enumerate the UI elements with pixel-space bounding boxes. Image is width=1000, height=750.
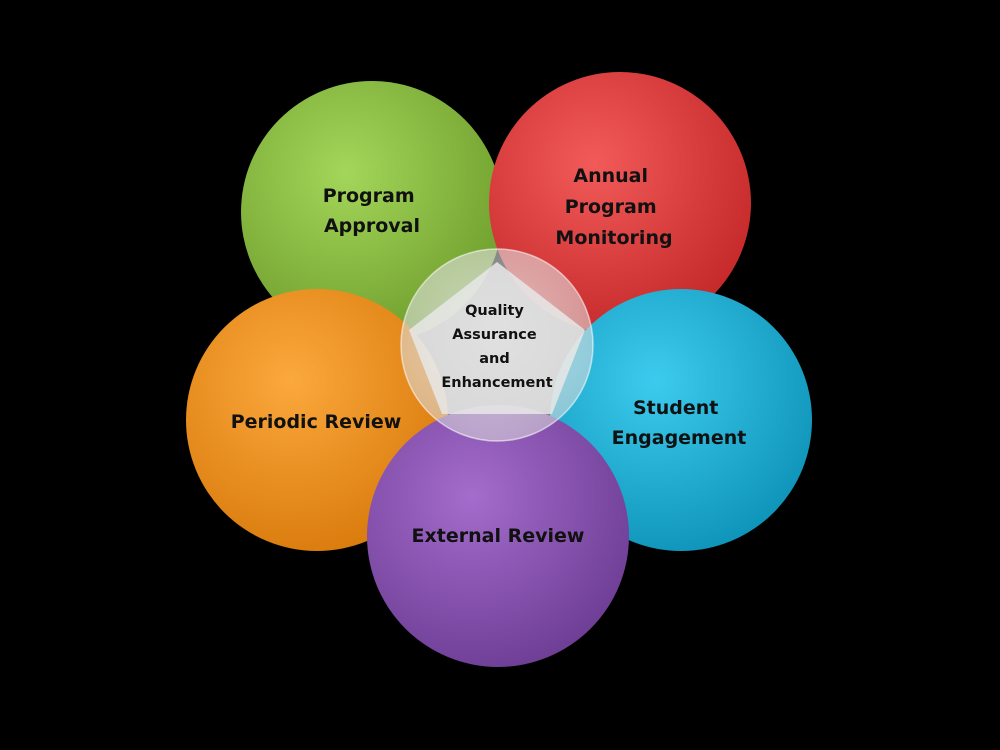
label-line: Periodic Review [231, 411, 402, 433]
center-hub [400, 248, 594, 442]
label-line: Approval [324, 215, 420, 237]
label-line: External Review [412, 525, 585, 547]
label-line: Monitoring [555, 227, 672, 249]
label-external-review: External Review [412, 525, 585, 547]
label-center: Quality Assurance and Enhancement [441, 303, 552, 391]
center-label-line: Quality [465, 303, 524, 319]
center-label-line: and [479, 351, 510, 367]
label-periodic-review: Periodic Review [231, 411, 402, 433]
label-line: Program [565, 196, 657, 218]
label-line: Engagement [612, 427, 747, 449]
center-label-line: Assurance [452, 327, 537, 343]
label-annual-program-monitoring: Annual Program Monitoring [555, 165, 672, 249]
petal-external-review [367, 405, 629, 667]
label-line: Program [323, 185, 415, 207]
petal-circle-external-review [367, 405, 629, 667]
label-program-approval: Program Approval [323, 185, 422, 237]
label-line: Student [633, 397, 718, 419]
center-label-line: Enhancement [441, 375, 552, 391]
center-pentagon [409, 262, 585, 414]
label-student-engagement: Student Engagement [612, 397, 747, 449]
label-line: Annual [573, 165, 648, 187]
